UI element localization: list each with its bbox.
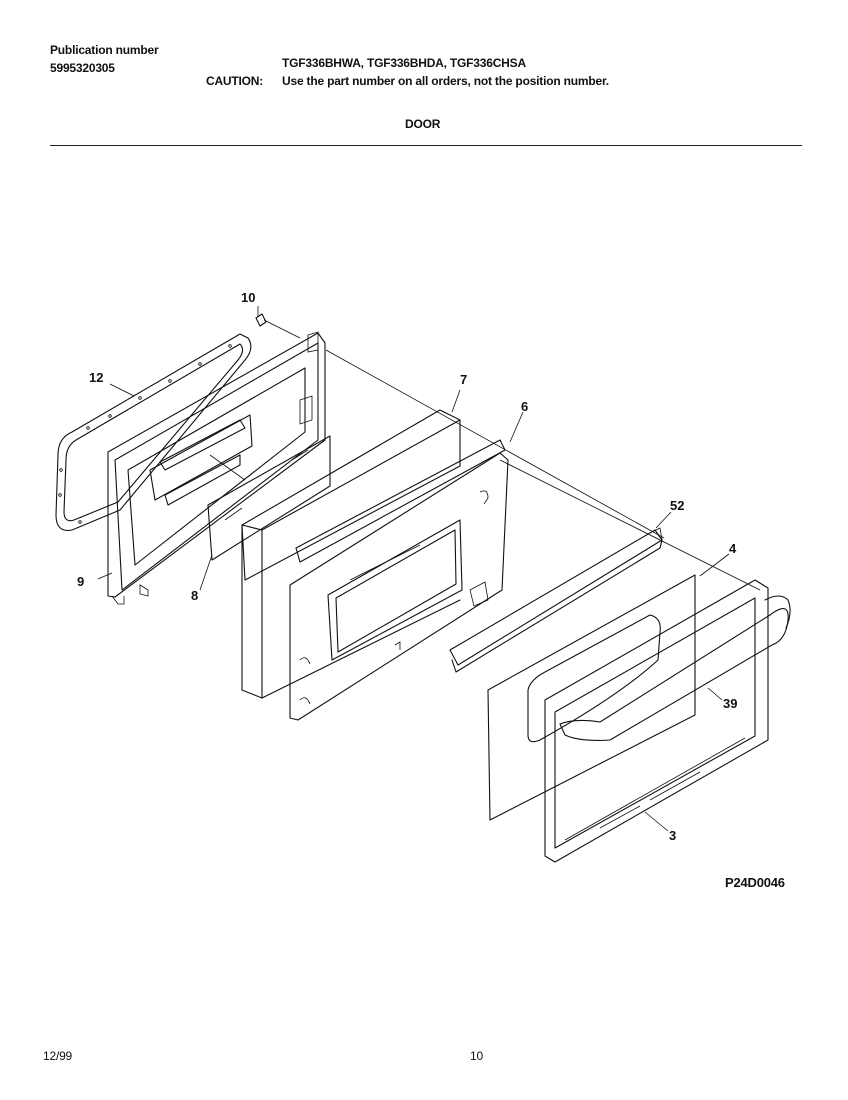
section-title: DOOR — [405, 117, 441, 131]
callout-3: 3 — [669, 828, 676, 843]
door-liner-part — [107, 331, 326, 605]
handle-part — [559, 595, 791, 741]
screw-part — [255, 313, 301, 339]
caution-text: Use the part number on all orders, not t… — [282, 74, 609, 88]
inner-glass-part — [207, 435, 331, 561]
inner-door-panel-part — [289, 439, 509, 721]
header-divider — [50, 145, 802, 146]
page-number: 10 — [470, 1049, 483, 1063]
insulation-part — [241, 409, 461, 699]
door-trim-part — [449, 527, 663, 673]
callout-52: 52 — [670, 498, 684, 513]
leader-lines — [97, 306, 761, 832]
outer-door-frame-part — [544, 579, 769, 863]
caution-label: CAUTION: — [206, 74, 264, 88]
callout-12: 12 — [89, 370, 103, 385]
callout-labels: 10 12 7 6 9 8 52 4 39 3 — [77, 290, 737, 843]
callout-4: 4 — [729, 541, 737, 556]
callout-39: 39 — [723, 696, 737, 711]
callout-8: 8 — [191, 588, 198, 603]
outer-glass-part — [487, 574, 696, 821]
publication-label: Publication number — [50, 43, 159, 57]
callout-7: 7 — [460, 372, 467, 387]
model-numbers: TGF336BHWA, TGF336BHDA, TGF336CHSA — [282, 56, 526, 70]
callout-6: 6 — [521, 399, 528, 414]
callout-10: 10 — [241, 290, 255, 305]
gasket-part — [55, 333, 252, 531]
publication-number: 5995320305 — [50, 61, 115, 75]
callout-9: 9 — [77, 574, 84, 589]
footer-date: 12/99 — [43, 1049, 73, 1063]
drawing-id: P24D0046 — [725, 875, 785, 890]
